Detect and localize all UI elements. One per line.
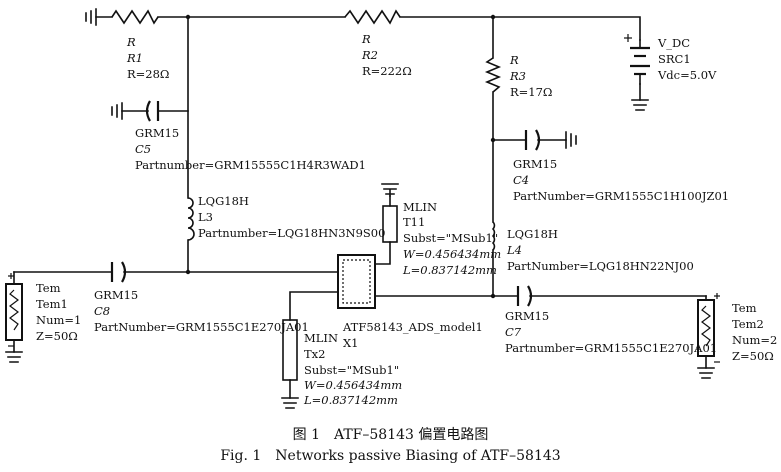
svg-text:W=0.456434mm: W=0.456434mm (304, 378, 402, 392)
svg-text:GRM15: GRM15 (505, 309, 549, 323)
svg-text:Num=1: Num=1 (36, 313, 81, 327)
label-tem2: Tem Tem2 Num=2 Z=50Ω (732, 301, 777, 363)
svg-text:C7: C7 (505, 325, 522, 339)
svg-text:R=222Ω: R=222Ω (362, 64, 412, 78)
capacitor-c7 (516, 285, 533, 307)
svg-text:Partnumber=LQG18HN3N9S00: Partnumber=LQG18HN3N9S00 (198, 226, 385, 240)
svg-text:W=0.456434mm: W=0.456434mm (403, 247, 501, 261)
svg-text:L=0.837142mm: L=0.837142mm (402, 263, 497, 277)
label-c7: GRM15 C7 Partnumber=GRM1555C1E270JA01 (505, 309, 717, 355)
svg-text:PartNumber=GRM1555C1H100JZ01: PartNumber=GRM1555C1H100JZ01 (513, 189, 729, 203)
svg-text:R2: R2 (361, 48, 378, 62)
svg-text:L=0.837142mm: L=0.837142mm (303, 393, 398, 407)
dc-source-src1 (624, 34, 650, 85)
label-r3: R R3 R=17Ω (509, 53, 552, 99)
junctions (185, 14, 496, 299)
capacitor-c4 (524, 129, 541, 151)
svg-text:LQG18H: LQG18H (507, 227, 558, 241)
mlin-t11 (382, 205, 398, 243)
figure-caption-english: Fig. 1 Networks passive Biasing of ATF–5… (220, 448, 561, 464)
svg-text:T11: T11 (403, 215, 425, 229)
svg-text:R: R (126, 35, 136, 49)
svg-text:Tem1: Tem1 (36, 297, 68, 311)
label-tem1: Tem Tem1 Num=1 Z=50Ω (36, 281, 81, 343)
ground-symbols (5, 8, 715, 409)
svg-text:R=17Ω: R=17Ω (510, 85, 552, 99)
svg-text:Vdc=5.0V: Vdc=5.0V (657, 68, 717, 82)
resistor-r3 (484, 57, 502, 93)
svg-text:Partnumber=GRM1555C1E270JA01: Partnumber=GRM1555C1E270JA01 (505, 341, 717, 355)
svg-text:Tem2: Tem2 (732, 317, 764, 331)
svg-text:MLIN: MLIN (403, 200, 437, 214)
svg-text:Tem: Tem (732, 301, 757, 315)
label-t11: MLIN T11 Subst="MSub1" W=0.456434mm L=0.… (402, 200, 501, 277)
label-c5: GRM15 C5 Partnumber=GRM15555C1H4R3WAD1 (135, 126, 366, 172)
svg-text:GRM15: GRM15 (135, 126, 179, 140)
svg-text:GRM15: GRM15 (94, 288, 138, 302)
svg-text:GRM15: GRM15 (513, 157, 557, 171)
svg-text:R=28Ω: R=28Ω (127, 67, 169, 81)
inductor-l4 (491, 221, 496, 251)
resistor-r2 (344, 9, 401, 25)
svg-text:L4: L4 (506, 243, 522, 257)
svg-text:ATF58143_ADS_model1: ATF58143_ADS_model1 (342, 320, 483, 334)
svg-text:Subst="MSub1": Subst="MSub1" (403, 231, 498, 245)
svg-text:C8: C8 (94, 304, 110, 318)
svg-text:Z=50Ω: Z=50Ω (732, 349, 774, 363)
label-l3: LQG18H L3 Partnumber=LQG18HN3N9S00 (198, 194, 385, 240)
terminal-tem1 (5, 273, 23, 347)
svg-text:PartNumber=LQG18HN22NJ00: PartNumber=LQG18HN22NJ00 (507, 259, 694, 273)
svg-text:Partnumber=GRM15555C1H4R3WAD1: Partnumber=GRM15555C1H4R3WAD1 (135, 158, 366, 172)
svg-text:Tem: Tem (36, 281, 61, 295)
label-c4: GRM15 C4 PartNumber=GRM1555C1H100JZ01 (513, 157, 729, 203)
inductor-l3 (187, 197, 195, 241)
figure-caption-chinese: 图 1 ATF–58143 偏置电路图 (292, 427, 489, 443)
label-l4: LQG18H L4 PartNumber=LQG18HN22NJ00 (506, 227, 694, 273)
transistor-x1 (337, 254, 376, 309)
svg-text:Num=2: Num=2 (732, 333, 777, 347)
capacitor-c8 (110, 261, 127, 283)
label-r2: R R2 R=222Ω (361, 32, 412, 78)
svg-text:SRC1: SRC1 (658, 52, 691, 66)
label-tx2: MLIN Tx2 Subst="MSub1" W=0.456434mm L=0.… (303, 331, 402, 407)
svg-text:PartNumber=GRM1555C1E270JA01: PartNumber=GRM1555C1E270JA01 (94, 320, 309, 334)
svg-text:R: R (509, 53, 519, 67)
svg-text:R: R (361, 32, 371, 46)
mlin-tx2 (282, 319, 298, 381)
svg-text:R3: R3 (509, 69, 526, 83)
label-c8: GRM15 C8 PartNumber=GRM1555C1E270JA01 (94, 288, 309, 334)
svg-text:Tx2: Tx2 (304, 347, 325, 361)
svg-text:MLIN: MLIN (304, 331, 338, 345)
resistor-r1 (111, 9, 159, 25)
svg-text:C4: C4 (513, 173, 529, 187)
label-src1: V_DC SRC1 Vdc=5.0V (657, 36, 717, 82)
label-r1: R R1 R=28Ω (126, 35, 169, 81)
svg-text:V_DC: V_DC (657, 36, 690, 50)
svg-text:Subst="MSub1": Subst="MSub1" (304, 363, 399, 377)
svg-text:R1: R1 (126, 51, 143, 65)
capacitor-c5 (145, 100, 160, 122)
svg-text:Z=50Ω: Z=50Ω (36, 329, 78, 343)
svg-text:L3: L3 (198, 210, 213, 224)
label-x1: ATF58143_ADS_model1 X1 (342, 320, 483, 350)
terminal-tem2 (697, 293, 720, 363)
svg-text:C5: C5 (135, 142, 151, 156)
svg-text:LQG18H: LQG18H (198, 194, 249, 208)
svg-text:X1: X1 (343, 336, 359, 350)
